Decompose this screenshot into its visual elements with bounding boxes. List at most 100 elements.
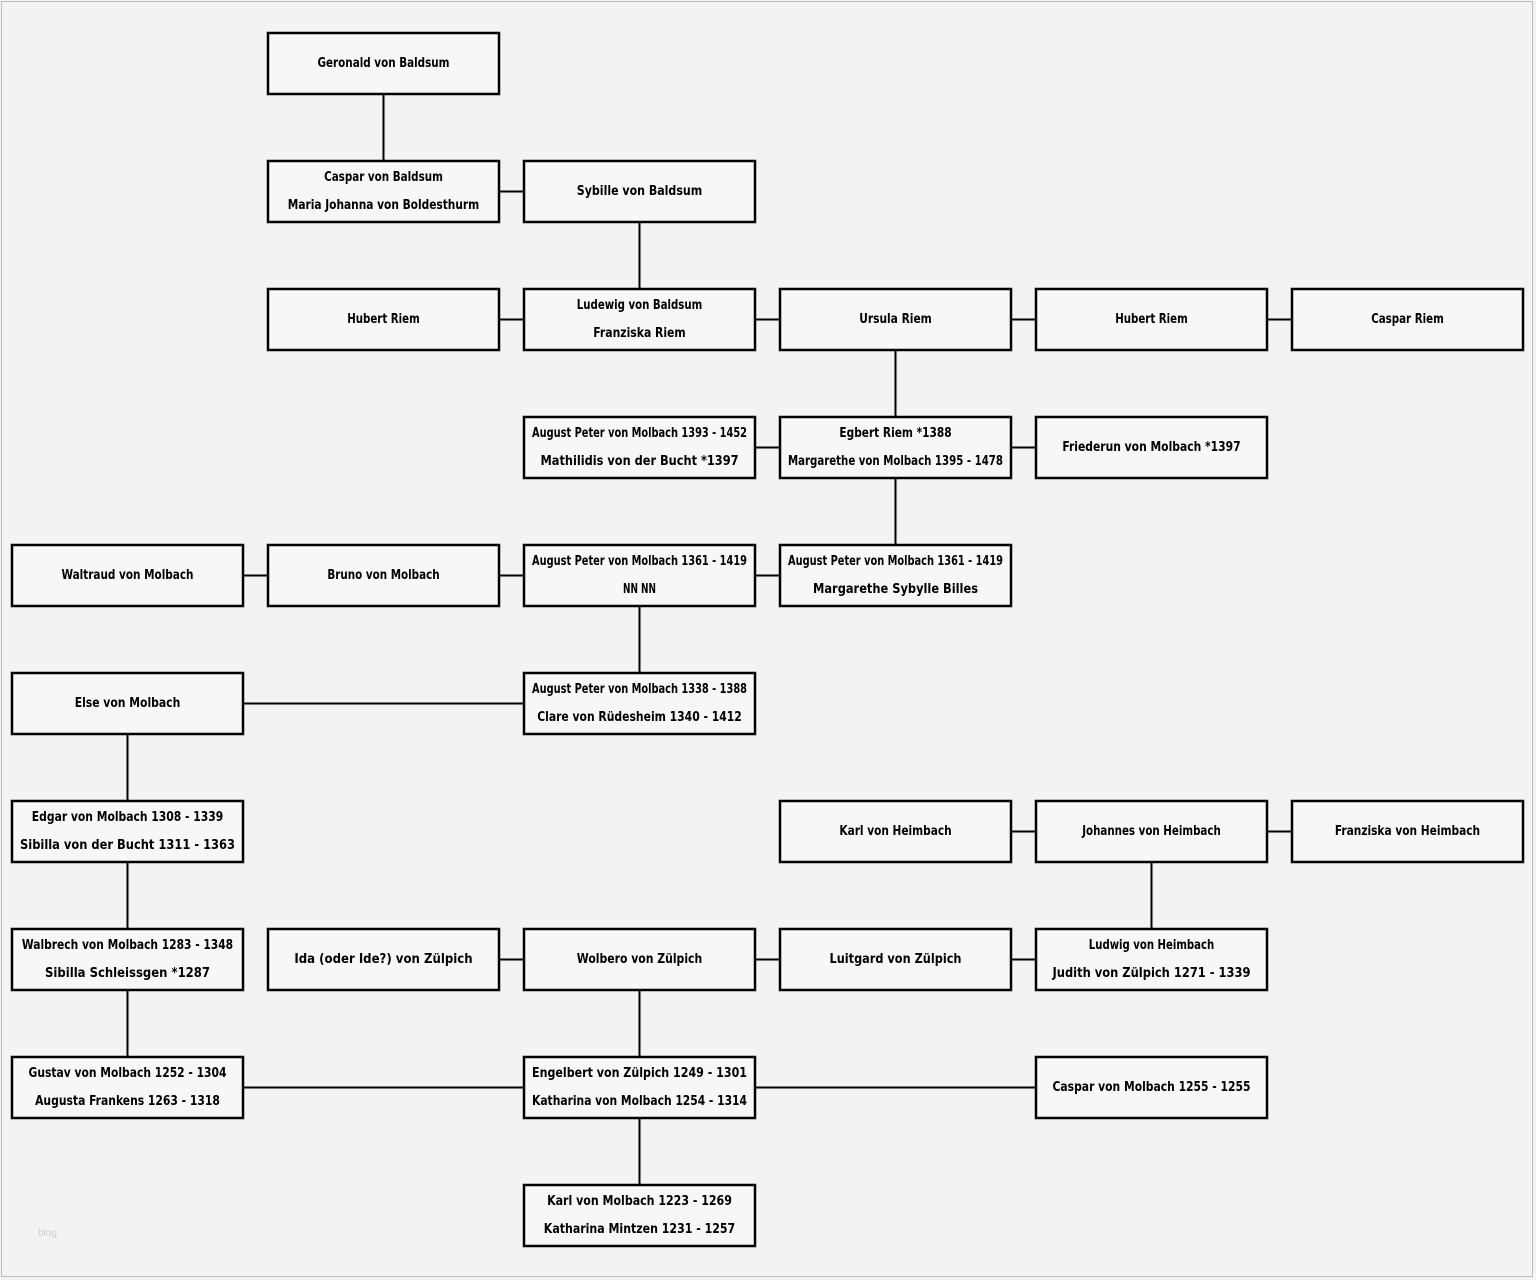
- box-frame: [1034, 799, 1269, 864]
- person-box-sybille: Sybille von Baldsum: [522, 159, 757, 224]
- box-frame: [778, 543, 1013, 608]
- person-box-luitgard: Luitgard von Zülpich: [778, 927, 1013, 992]
- person-box-august-1361-b: August Peter von Molbach 1361 - 1419Marg…: [778, 543, 1013, 608]
- box-frame: [10, 671, 245, 736]
- box-frame: [1290, 287, 1525, 352]
- person-name: Caspar Riem: [1371, 312, 1444, 327]
- box-frame: [522, 1055, 757, 1120]
- person-box-else: Else von Molbach: [10, 671, 245, 736]
- box-frame: [778, 927, 1013, 992]
- person-name: Ludwig von Heimbach: [1089, 938, 1214, 953]
- person-box-august-1393: August Peter von Molbach 1393 - 1452Math…: [522, 415, 757, 480]
- box-frame: [522, 415, 757, 480]
- person-name: Ludewig von Baldsum: [577, 298, 702, 313]
- box-frame: [10, 927, 245, 992]
- box-frame: [266, 543, 501, 608]
- person-name: Franziska von Heimbach: [1335, 824, 1480, 839]
- person-box-ida: Ida (oder Ide?) von Zülpich: [266, 927, 501, 992]
- box-frame: [1034, 415, 1269, 480]
- person-name: Johannes von Heimbach: [1081, 824, 1220, 839]
- person-name: Waltraud von Molbach: [62, 568, 194, 583]
- box-frame: [778, 287, 1013, 352]
- box-frame: [266, 159, 501, 224]
- person-box-august-1338: August Peter von Molbach 1338 - 1388Clar…: [522, 671, 757, 736]
- spouse-name: Sibilla von der Bucht 1311 - 1363: [20, 838, 235, 853]
- person-name: Hubert Riem: [1115, 312, 1188, 327]
- person-name: Walbrech von Molbach 1283 - 1348: [22, 938, 233, 953]
- person-name: Ursula Riem: [859, 312, 932, 327]
- person-name: Engelbert von Zülpich 1249 - 1301: [532, 1066, 747, 1081]
- spouse-name: Maria Johanna von Boldesthurm: [288, 198, 479, 213]
- spouse-name: Mathilidis von der Bucht *1397: [541, 454, 739, 469]
- spouse-name: Katharina von Molbach 1254 - 1314: [532, 1094, 747, 1109]
- person-name: Luitgard von Zülpich: [830, 952, 962, 967]
- box-frame: [266, 287, 501, 352]
- spouse-name: Margarethe von Molbach 1395 - 1478: [788, 454, 1003, 469]
- person-name: Friederun von Molbach *1397: [1062, 440, 1240, 455]
- spouse-name: Margarethe Sybylle Billes: [813, 582, 978, 597]
- box-frame: [522, 671, 757, 736]
- person-box-engelbert: Engelbert von Zülpich 1249 - 1301Kathari…: [522, 1055, 757, 1120]
- box-frame: [778, 415, 1013, 480]
- person-name: Gustav von Molbach 1252 - 1304: [29, 1066, 227, 1081]
- person-box-caspar-molbach: Caspar von Molbach 1255 - 1255: [1034, 1055, 1269, 1120]
- person-name: August Peter von Molbach 1361 - 1419: [532, 554, 747, 569]
- watermark: blog: [38, 1228, 57, 1239]
- person-box-hubert-riem-2: Hubert Riem: [1034, 287, 1269, 352]
- box-frame: [10, 543, 245, 608]
- person-name: Else von Molbach: [75, 696, 181, 711]
- person-box-ursula: Ursula Riem: [778, 287, 1013, 352]
- person-box-wolbero: Wolbero von Zülpich: [522, 927, 757, 992]
- person-box-hubert-riem-1: Hubert Riem: [266, 287, 501, 352]
- box-frame: [266, 927, 501, 992]
- spouse-name: Clare von Rüdesheim 1340 - 1412: [537, 710, 742, 725]
- person-box-johannes-heimbach: Johannes von Heimbach: [1034, 799, 1269, 864]
- person-name: Egbert Riem *1388: [839, 426, 951, 441]
- box-frame: [1034, 287, 1269, 352]
- person-box-walbrech: Walbrech von Molbach 1283 - 1348Sibilla …: [10, 927, 245, 992]
- spouse-name: NN NN: [623, 582, 656, 597]
- spouse-name: Franziska Riem: [593, 326, 685, 341]
- person-box-august-1361-a: August Peter von Molbach 1361 - 1419 NN N…: [522, 543, 757, 608]
- spouse-name: Augusta Frankens 1263 - 1318: [35, 1094, 220, 1109]
- person-name: August Peter von Molbach 1338 - 1388: [532, 682, 747, 697]
- spouse-name: Katharina Mintzen 1231 - 1257: [544, 1222, 735, 1237]
- box-frame: [1034, 1055, 1269, 1120]
- person-name: Ida (oder Ide?) von Zülpich: [294, 952, 472, 967]
- box-frame: [778, 799, 1013, 864]
- person-name: August Peter von Molbach 1393 - 1452: [532, 426, 747, 441]
- person-name: Karl von Heimbach: [839, 824, 951, 839]
- person-box-caspar-riem: Caspar Riem: [1290, 287, 1525, 352]
- box-frame: [266, 31, 501, 96]
- person-box-waltraud: Waltraud von Molbach: [10, 543, 245, 608]
- box-frame: [522, 927, 757, 992]
- person-name: Hubert Riem: [347, 312, 420, 327]
- person-name: Wolbero von Zülpich: [577, 952, 702, 967]
- person-name: Caspar von Molbach 1255 - 1255: [1053, 1080, 1251, 1095]
- person-box-franziska-heimbach: Franziska von Heimbach: [1290, 799, 1525, 864]
- person-name: August Peter von Molbach 1361 - 1419: [788, 554, 1003, 569]
- person-name: Karl von Molbach 1223 - 1269: [547, 1194, 732, 1209]
- person-box-bruno: Bruno von Molbach: [266, 543, 501, 608]
- box-frame: [522, 1183, 757, 1248]
- box-frame: [10, 1055, 245, 1120]
- spouse-name: Sibilla Schleissgen *1287: [45, 966, 210, 981]
- person-box-karl-heimbach: Karl von Heimbach: [778, 799, 1013, 864]
- person-name: Caspar von Baldsum: [324, 170, 443, 185]
- box-frame: [10, 799, 245, 864]
- person-name: Sybille von Baldsum: [577, 184, 702, 199]
- connector-lines: [126, 94, 1292, 1185]
- box-frame: [1290, 799, 1525, 864]
- person-name: Geronald von Baldsum: [318, 56, 450, 71]
- box-frame: [522, 159, 757, 224]
- person-name: Bruno von Molbach: [327, 568, 439, 583]
